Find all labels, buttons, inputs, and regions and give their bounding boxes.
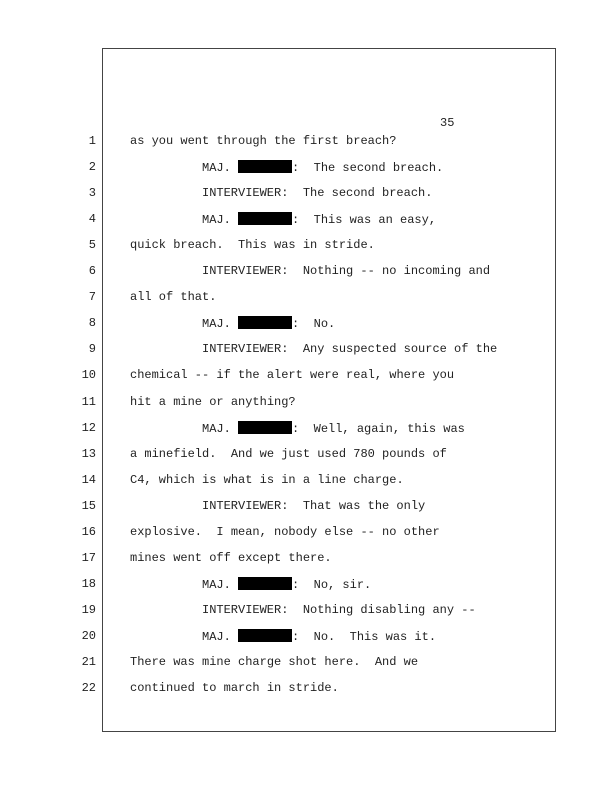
page-number: 35 — [440, 116, 455, 130]
transcript-line: all of that. — [130, 290, 216, 304]
line-text: quick breach. This was in stride. — [130, 238, 375, 253]
line-number: 12 — [81, 420, 96, 435]
line-text: : No, sir. — [292, 577, 372, 592]
transcript-line: continued to march in stride. — [130, 681, 339, 695]
line-text: chemical -- if the alert were real, wher… — [130, 368, 455, 383]
line-number: 4 — [88, 212, 96, 227]
speaker-label: MAJ. — [202, 577, 231, 592]
line-number: 19 — [81, 602, 96, 617]
speaker-label: MAJ. — [202, 213, 231, 228]
line-text: : This was an easy, — [292, 213, 437, 228]
line-text: INTERVIEWER: Any suspected source of the — [202, 342, 498, 357]
transcript-line: There was mine charge shot here. And we — [130, 655, 418, 669]
transcript-line: INTERVIEWER: The second breach. — [202, 186, 432, 200]
line-number: 7 — [88, 290, 96, 305]
transcript-line: MAJ. : No, sir. — [202, 576, 372, 592]
transcript-line: hit a mine or anything? — [130, 395, 296, 409]
line-number: 3 — [88, 186, 96, 201]
transcript-line: MAJ. : No. This was it. — [202, 628, 437, 644]
line-text: as you went through the first breach? — [130, 134, 397, 148]
transcript-line: C4, which is what is in a line charge. — [130, 473, 404, 487]
line-text: : The second breach. — [292, 161, 444, 176]
line-number: 2 — [88, 160, 96, 175]
line-text: INTERVIEWER: That was the only — [202, 498, 426, 513]
transcript-line: MAJ. : No. — [202, 316, 335, 331]
line-number: 11 — [81, 394, 96, 409]
line-text: INTERVIEWER: Nothing -- no incoming and — [202, 264, 491, 279]
line-number: 13 — [81, 446, 96, 461]
line-text: C4, which is what is in a line charge. — [130, 472, 404, 487]
line-number: 22 — [81, 681, 96, 696]
line-number: 14 — [81, 472, 96, 487]
line-number: 5 — [88, 238, 96, 253]
redaction-box — [238, 160, 293, 174]
line-text: : No. This was it. — [292, 629, 437, 644]
line-number: 17 — [81, 550, 96, 565]
speaker-label: MAJ. — [202, 317, 231, 332]
line-text: continued to march in stride. — [130, 681, 339, 696]
transcript-line: MAJ. : This was an easy, — [202, 212, 436, 227]
redaction-box — [238, 316, 293, 330]
speaker-label: MAJ. — [202, 161, 231, 176]
line-number: 8 — [88, 316, 96, 331]
transcript-line: INTERVIEWER: Any suspected source of the — [202, 342, 497, 356]
line-number: 16 — [81, 524, 96, 539]
transcript-line: explosive. I mean, nobody else -- no oth… — [130, 525, 440, 539]
line-text: : No. — [292, 317, 336, 332]
line-text: INTERVIEWER: The second breach. — [202, 186, 433, 201]
line-text: all of that. — [130, 290, 217, 305]
page-border — [102, 48, 556, 732]
transcript-line: quick breach. This was in stride. — [130, 238, 375, 252]
line-text: There was mine charge shot here. And we — [130, 655, 419, 669]
line-number: 10 — [81, 368, 96, 383]
redaction-box — [238, 628, 293, 642]
transcript-line: a minefield. And we just used 780 pounds… — [130, 447, 447, 461]
line-number: 9 — [88, 342, 96, 357]
transcript-line: MAJ. : The second breach. — [202, 160, 443, 175]
transcript-line: chemical -- if the alert were real, wher… — [130, 368, 454, 382]
line-text: mines went off except there. — [130, 550, 332, 565]
transcript-line: INTERVIEWER: Nothing disabling any -- — [202, 603, 476, 617]
line-text: explosive. I mean, nobody else -- no oth… — [130, 524, 440, 539]
line-number: 1 — [88, 134, 96, 148]
line-number: 21 — [81, 655, 96, 669]
line-number: 6 — [88, 264, 96, 279]
speaker-label: MAJ. — [202, 629, 231, 644]
redaction-box — [238, 212, 293, 226]
line-number: 20 — [81, 628, 96, 643]
redaction-box — [238, 420, 293, 434]
transcript-line: INTERVIEWER: Nothing -- no incoming and — [202, 264, 490, 278]
line-number: 18 — [81, 576, 96, 591]
line-number: 15 — [81, 498, 96, 513]
transcript-line: mines went off except there. — [130, 551, 332, 565]
line-text: hit a mine or anything? — [130, 394, 296, 409]
line-text: a minefield. And we just used 780 pounds… — [130, 446, 447, 461]
speaker-label: MAJ. — [202, 421, 231, 436]
transcript-line: MAJ. : Well, again, this was — [202, 420, 465, 436]
transcript-line: as you went through the first breach? — [130, 134, 396, 148]
transcript-line: INTERVIEWER: That was the only — [202, 499, 425, 513]
line-text: INTERVIEWER: Nothing disabling any -- — [202, 602, 476, 617]
line-text: : Well, again, this was — [292, 421, 465, 436]
redaction-box — [238, 576, 293, 590]
